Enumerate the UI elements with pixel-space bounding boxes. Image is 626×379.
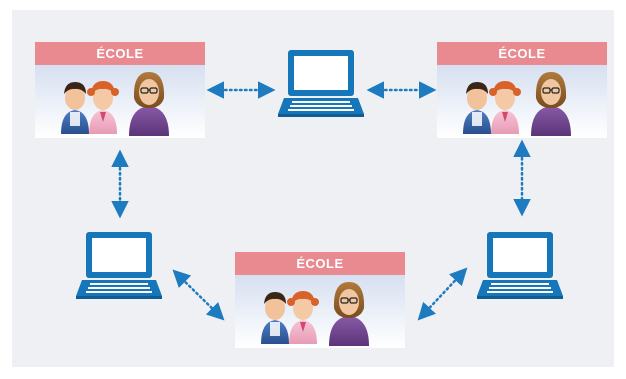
school-card-top-right: ÉCOLE [437,42,607,138]
school-card-top-left: ÉCOLE [35,42,205,138]
laptop-icon [278,50,364,117]
school-label: ÉCOLE [296,256,343,271]
double-arrow-icon [417,267,468,321]
school-card-bottom-center: ÉCOLE [235,252,405,348]
double-arrow-icon [172,269,225,321]
school-label: ÉCOLE [96,46,143,61]
laptop-icon [76,232,162,299]
connectors [111,81,531,321]
laptop-icon [477,232,563,299]
school-label: ÉCOLE [498,46,545,61]
